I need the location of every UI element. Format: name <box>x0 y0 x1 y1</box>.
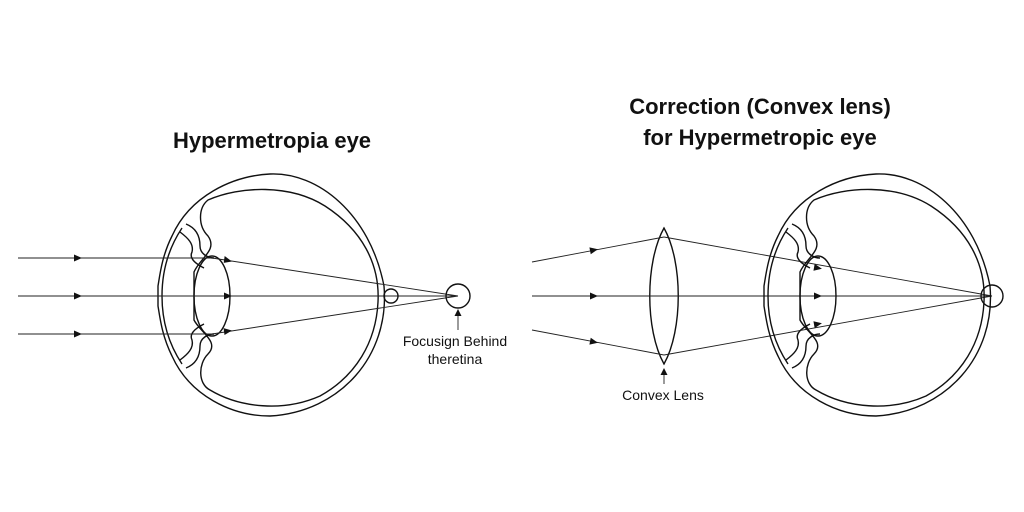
focal-point-on-retina <box>980 284 1004 308</box>
convex-lens-label: Convex Lens <box>622 387 704 403</box>
right-diagram-title: Correction (Convex lens) for Hypermetrop… <box>560 91 960 153</box>
left-eye <box>157 173 386 417</box>
left-light-rays <box>18 254 459 338</box>
focus-label-line-2: theretina <box>427 351 483 367</box>
convex-lens <box>649 226 679 366</box>
focus-label-line-1: Focusign Behind <box>402 333 508 349</box>
right-title-line-1: Correction (Convex lens) <box>629 94 891 119</box>
right-eye <box>763 173 992 417</box>
focus-behind-retina-label: Focusign Behind theretina <box>380 332 530 368</box>
focus-pointer-arrow <box>454 309 462 330</box>
right-title-line-2: for Hypermetropic eye <box>643 125 877 150</box>
focal-point-behind-retina <box>445 283 471 309</box>
left-diagram-title: Hypermetropia eye <box>172 128 372 153</box>
right-light-rays <box>531 236 993 356</box>
lens-pointer-arrow <box>660 368 668 384</box>
retina-blur-spot <box>383 288 399 304</box>
